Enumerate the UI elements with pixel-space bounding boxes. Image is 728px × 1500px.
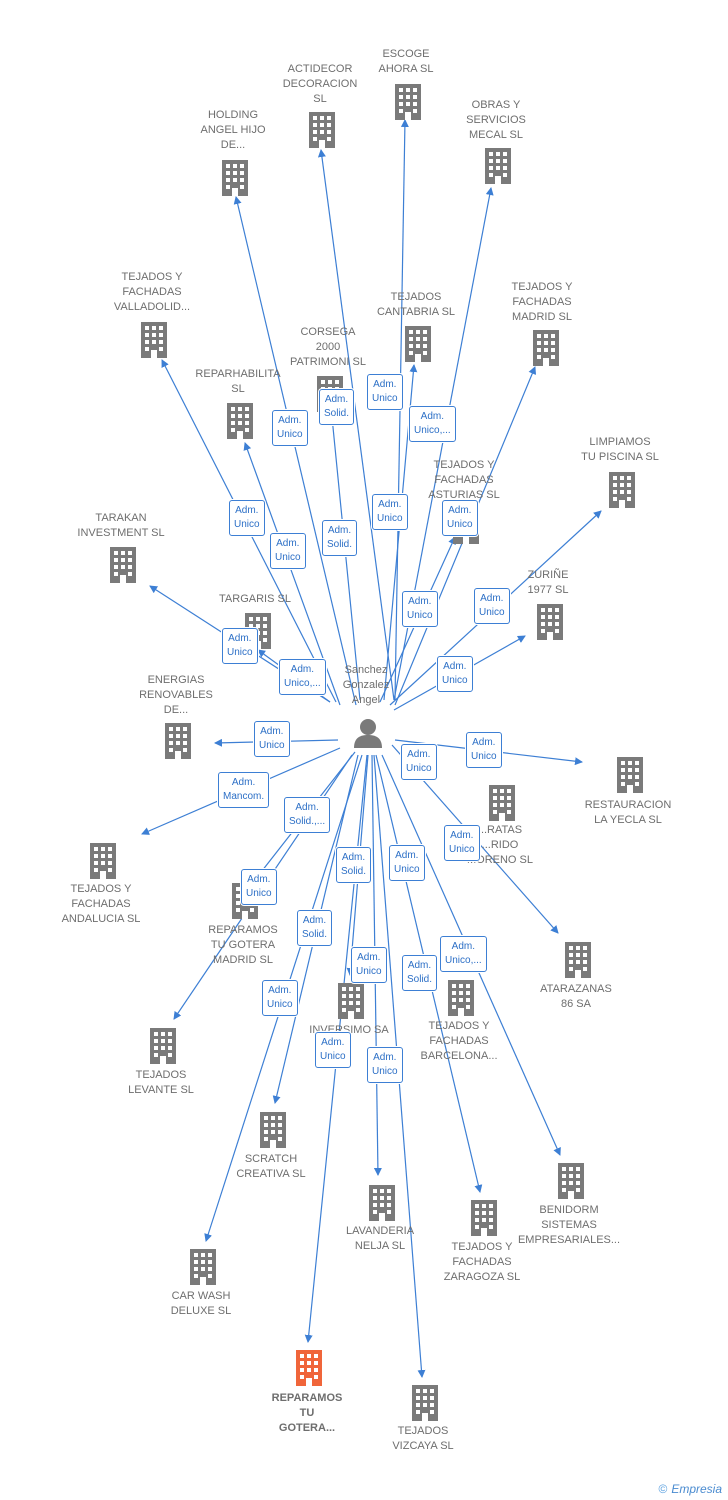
relation-edge xyxy=(317,149,395,701)
building-icon[interactable] xyxy=(190,1249,216,1285)
role-badge: Adm. Unico xyxy=(254,721,290,757)
role-badge: Adm. Unico xyxy=(262,980,298,1016)
company-label[interactable]: ATARAZANAS 86 SA xyxy=(540,983,612,1010)
company-label[interactable]: CORSEGA 2000 PATRIMONI SL xyxy=(290,326,366,368)
role-badge: Adm. Unico xyxy=(222,628,258,664)
building-icon[interactable] xyxy=(533,330,559,366)
building-icon[interactable] xyxy=(309,112,335,148)
building-icon[interactable] xyxy=(558,1163,584,1199)
company-label[interactable]: REPARAMOS TU GOTERA... xyxy=(271,1392,343,1434)
building-icon[interactable] xyxy=(260,1112,286,1148)
building-icon[interactable] xyxy=(395,84,421,120)
company-label[interactable]: REPARAMOS TU GOTERA MADRID SL xyxy=(208,924,278,966)
brand-name: Empresia xyxy=(671,1482,722,1496)
role-badge: Adm. Solid. xyxy=(319,389,355,425)
building-icon[interactable] xyxy=(412,1385,438,1421)
role-badge: Adm. Mancom. xyxy=(218,772,270,808)
company-label[interactable]: TEJADOS CANTABRIA SL xyxy=(376,291,456,318)
company-label[interactable]: LIMPIAMOS TU PISCINA SL xyxy=(581,436,659,463)
person-icon xyxy=(354,719,382,748)
role-badge: Adm. Unico xyxy=(474,588,510,624)
company-label[interactable]: ZURIÑE 1977 SL xyxy=(527,569,569,596)
building-icon[interactable] xyxy=(369,1185,395,1221)
building-icon[interactable] xyxy=(405,326,431,362)
company-label[interactable]: TEJADOS Y FACHADAS ASTURIAS SL xyxy=(428,459,500,501)
building-icon[interactable] xyxy=(609,472,635,508)
company-label[interactable]: CAR WASH DELUXE SL xyxy=(170,1290,232,1317)
company-label[interactable]: SCRATCH CREATIVA SL xyxy=(236,1153,306,1180)
company-label[interactable]: ACTIDECOR DECORACION SL xyxy=(282,63,358,105)
role-badge: Adm. Unico xyxy=(402,591,438,627)
company-label[interactable]: HOLDING ANGEL HIJO DE... xyxy=(200,109,266,151)
role-badge: Adm. Unico xyxy=(372,494,408,530)
role-badge: Adm. Unico xyxy=(437,656,473,692)
company-label[interactable]: OBRAS Y SERVICIOS MECAL SL xyxy=(466,99,526,141)
role-badge: Adm. Solid. xyxy=(322,520,358,556)
role-badge: Adm. Solid. xyxy=(402,955,438,991)
role-badge: Adm. Unico,... xyxy=(440,936,487,972)
role-badge: Adm. Unico xyxy=(270,533,306,569)
center-person-label[interactable]: Sanchez Gonzalez Angel xyxy=(342,664,390,706)
role-badge: Adm. Unico xyxy=(351,947,387,983)
building-icon[interactable] xyxy=(471,1200,497,1236)
building-icon[interactable] xyxy=(165,723,191,759)
role-badge: Adm. Unico xyxy=(466,732,502,768)
building-icon[interactable] xyxy=(90,843,116,879)
relation-edge xyxy=(233,196,357,706)
building-icon[interactable] xyxy=(338,983,364,1019)
building-icon[interactable] xyxy=(485,148,511,184)
watermark: ©Empresia xyxy=(658,1482,722,1496)
role-badge: Adm. Unico xyxy=(444,825,480,861)
building-icon[interactable] xyxy=(227,403,253,439)
role-badge: Adm. Unico xyxy=(315,1032,351,1068)
building-icon[interactable] xyxy=(617,757,643,793)
role-badge: Adm. Unico xyxy=(442,500,478,536)
role-badge: Adm. Unico xyxy=(367,1047,403,1083)
role-badge: Adm. Unico,... xyxy=(409,406,456,442)
company-label[interactable]: LAVANDERIA NELJA SL xyxy=(345,1225,415,1252)
copyright-symbol: © xyxy=(658,1482,668,1496)
company-label[interactable]: TEJADOS Y FACHADAS VALLADOLID... xyxy=(113,271,191,313)
role-badge: Adm. Solid. xyxy=(297,910,333,946)
building-icon[interactable] xyxy=(296,1350,322,1386)
company-label[interactable]: ESCOGE AHORA SL xyxy=(378,48,434,75)
company-label[interactable]: REPARHABILITA SL xyxy=(195,368,281,395)
role-badge: Adm. Solid. xyxy=(336,847,372,883)
role-badge: Adm. Unico xyxy=(272,410,308,446)
company-label[interactable]: TEJADOS Y FACHADAS ZARAGOZA SL xyxy=(443,1241,521,1283)
company-label[interactable]: TEJADOS Y FACHADAS BARCELONA... xyxy=(420,1020,498,1062)
role-badge: Adm. Unico,... xyxy=(279,659,326,695)
company-label[interactable]: ENERGIAS RENOVABLES DE... xyxy=(139,674,213,716)
company-label[interactable]: TARAKAN INVESTMENT SL xyxy=(77,512,165,539)
company-label[interactable]: RESTAURACION LA YECLA SL xyxy=(584,799,672,826)
building-icon[interactable] xyxy=(222,160,248,196)
building-icon[interactable] xyxy=(448,980,474,1016)
building-icon[interactable] xyxy=(150,1028,176,1064)
role-badge: Adm. Unico xyxy=(389,845,425,881)
company-label[interactable]: TEJADOS LEVANTE SL xyxy=(128,1069,194,1096)
role-badge: Adm. Unico xyxy=(401,744,437,780)
company-label[interactable]: BENIDORM SISTEMAS EMPRESARIALES... xyxy=(517,1204,621,1246)
role-badge: Adm. Unico xyxy=(241,869,277,905)
role-badge: Adm. Unico xyxy=(229,500,265,536)
building-icon[interactable] xyxy=(537,604,563,640)
role-badge: Adm. Unico xyxy=(367,374,403,410)
relation-edge xyxy=(394,119,409,701)
building-icon[interactable] xyxy=(141,322,167,358)
company-label[interactable]: TEJADOS Y FACHADAS ANDALUCIA SL xyxy=(61,883,141,925)
building-icon[interactable] xyxy=(489,785,515,821)
company-label[interactable]: TEJADOS Y FACHADAS MADRID SL xyxy=(511,281,573,323)
company-label[interactable]: TEJADOS VIZCAYA SL xyxy=(392,1425,454,1452)
building-icon[interactable] xyxy=(565,942,591,978)
building-icon[interactable] xyxy=(110,547,136,583)
company-label[interactable]: TARGARIS SL xyxy=(219,593,291,605)
role-badge: Adm. Solid.,... xyxy=(284,797,331,833)
